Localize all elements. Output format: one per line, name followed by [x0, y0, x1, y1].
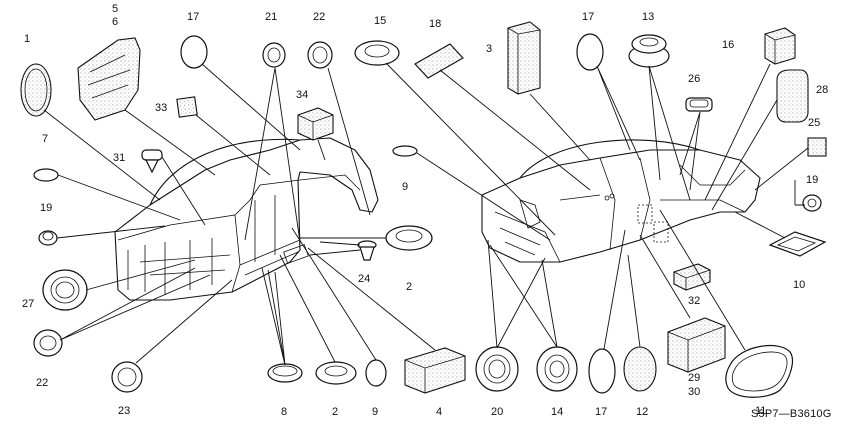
callout-22: 22 — [313, 11, 325, 23]
callout-9: 9 — [372, 406, 378, 418]
part-9-disc-bottom — [365, 359, 387, 387]
callout-3: 3 — [486, 43, 492, 55]
callout-29: 29 — [688, 372, 700, 384]
part-4-block — [404, 347, 466, 394]
callout-22: 22 — [36, 377, 48, 389]
callout-24: 24 — [358, 273, 370, 285]
leader-lines — [43, 62, 809, 366]
part-19-grommet-right — [794, 180, 822, 212]
callout-9: 9 — [402, 181, 408, 193]
part-2-ring-mid — [385, 225, 433, 251]
part-14-grommet — [536, 346, 578, 392]
callout-7: 7 — [42, 133, 48, 145]
part-5-6-insulator — [77, 37, 141, 121]
callout-28: 28 — [816, 84, 828, 96]
callout-26: 26 — [688, 73, 700, 85]
callout-labels: 1 5 6 17 21 22 15 18 3 17 13 16 28 26 25… — [22, 3, 828, 418]
part-20-grommet — [475, 346, 519, 392]
callout-17: 17 — [595, 406, 607, 418]
part-27-ring — [42, 269, 88, 311]
part-34-block — [297, 107, 334, 141]
part-12-cap — [623, 346, 657, 392]
callout-11: 11 — [755, 405, 766, 417]
callout-19: 19 — [806, 174, 818, 186]
callout-16: 16 — [722, 39, 734, 51]
part-25-square — [807, 137, 827, 157]
part-1-oval-plug — [20, 63, 52, 117]
part-8-cap — [267, 363, 303, 383]
callout-17: 17 — [187, 11, 199, 23]
part-17-disc-right — [576, 33, 604, 71]
part-10-seal — [768, 231, 827, 257]
part-29-30-box — [667, 317, 726, 373]
part-7-disc — [33, 168, 59, 182]
callout-17: 17 — [582, 11, 594, 23]
part-3-block — [507, 21, 541, 95]
callout-23: 23 — [118, 405, 130, 417]
callout-31: 31 — [113, 152, 125, 164]
callout-8: 8 — [281, 406, 287, 418]
callout-32: 32 — [688, 295, 700, 307]
callout-14: 14 — [551, 406, 563, 418]
part-23-grommet — [111, 361, 143, 393]
part-2-ring-bottom — [315, 361, 357, 385]
part-22-grommet-top — [307, 41, 333, 69]
part-22-grommet-bottom — [33, 329, 63, 357]
callout-33: 33 — [155, 102, 167, 114]
callout-2: 2 — [406, 281, 412, 293]
part-18-pad — [414, 43, 464, 79]
callout-12: 12 — [636, 406, 648, 418]
part-16-block — [764, 27, 796, 65]
callout-25: 25 — [808, 117, 820, 129]
callout-13: 13 — [642, 11, 654, 23]
callout-2: 2 — [332, 406, 338, 418]
callout-34: 34 — [296, 89, 308, 101]
callout-5: 5 — [112, 3, 118, 15]
part-31-clip — [141, 149, 163, 174]
callout-20: 20 — [491, 406, 503, 418]
callout-1: 1 — [24, 33, 30, 45]
part-15-grommet — [354, 40, 400, 66]
part-13-grommet — [628, 34, 670, 68]
part-17-disc-bottom — [588, 348, 616, 394]
callout-19: 19 — [40, 202, 52, 214]
callout-6: 6 — [112, 16, 118, 28]
part-17-disc-top — [180, 35, 208, 69]
part-11-seal — [725, 344, 793, 398]
part-32-block — [673, 263, 711, 291]
callout-30: 30 — [688, 386, 700, 398]
part-26-plug — [685, 97, 713, 112]
callout-4: 4 — [436, 406, 442, 418]
part-19-grommet-left — [38, 230, 58, 246]
part-21-grommet — [262, 42, 286, 68]
part-33-square — [176, 96, 198, 118]
callout-10: 10 — [793, 279, 805, 291]
callout-18: 18 — [429, 18, 441, 30]
callout-15: 15 — [374, 15, 386, 27]
diagram-code: S5P7—B3610G — [751, 408, 831, 420]
callout-27: 27 — [22, 298, 34, 310]
right-car-body — [481, 139, 761, 263]
left-car-body — [114, 137, 379, 301]
part-28-pad — [776, 69, 809, 123]
callout-21: 21 — [265, 11, 277, 23]
part-24-clip — [357, 240, 377, 261]
part-9-disc-mid — [392, 145, 418, 157]
